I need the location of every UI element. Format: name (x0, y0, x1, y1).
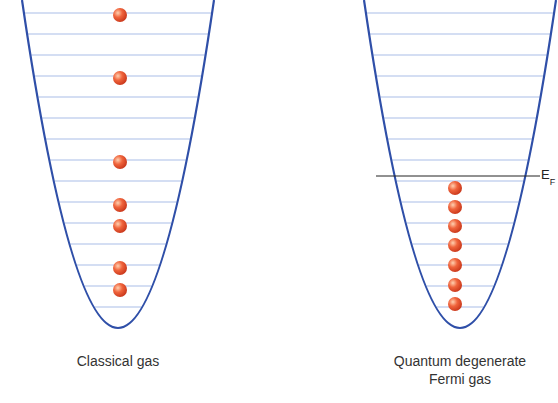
energy-level (367, 12, 553, 13)
energy-level (384, 117, 536, 118)
energy-level (95, 306, 142, 307)
particle (113, 71, 127, 85)
energy-level (392, 159, 527, 160)
particle (448, 238, 462, 252)
energy-level (397, 180, 524, 181)
fermi-well (364, 0, 556, 328)
particle (113, 8, 127, 22)
energy-level (380, 96, 539, 97)
particle (448, 297, 462, 311)
energy-level (28, 33, 208, 34)
particle (113, 219, 127, 233)
particle (113, 283, 127, 297)
particle (113, 198, 127, 212)
energy-level (31, 54, 204, 55)
particle (448, 181, 462, 195)
well-caption: Classical gas (38, 352, 198, 370)
energy-level (370, 33, 550, 34)
energy-level (373, 54, 546, 55)
energy-level (55, 180, 182, 181)
particle (448, 219, 462, 233)
energy-level (70, 243, 165, 244)
particle (113, 155, 127, 169)
fermi-energy-symbol: E (541, 168, 550, 182)
particle (448, 258, 462, 272)
energy-level (42, 117, 194, 118)
energy-level (377, 75, 543, 76)
energy-level (388, 138, 532, 139)
energy-level (46, 138, 190, 139)
energy-level (38, 96, 197, 97)
fermi-level-line (376, 176, 540, 177)
particle (448, 278, 462, 292)
fermi-energy-subscript: F (550, 175, 556, 189)
well-caption: Quantum degenerate Fermi gas (385, 352, 535, 388)
particle (448, 200, 462, 214)
classical-well (22, 0, 214, 328)
particle (113, 261, 127, 275)
